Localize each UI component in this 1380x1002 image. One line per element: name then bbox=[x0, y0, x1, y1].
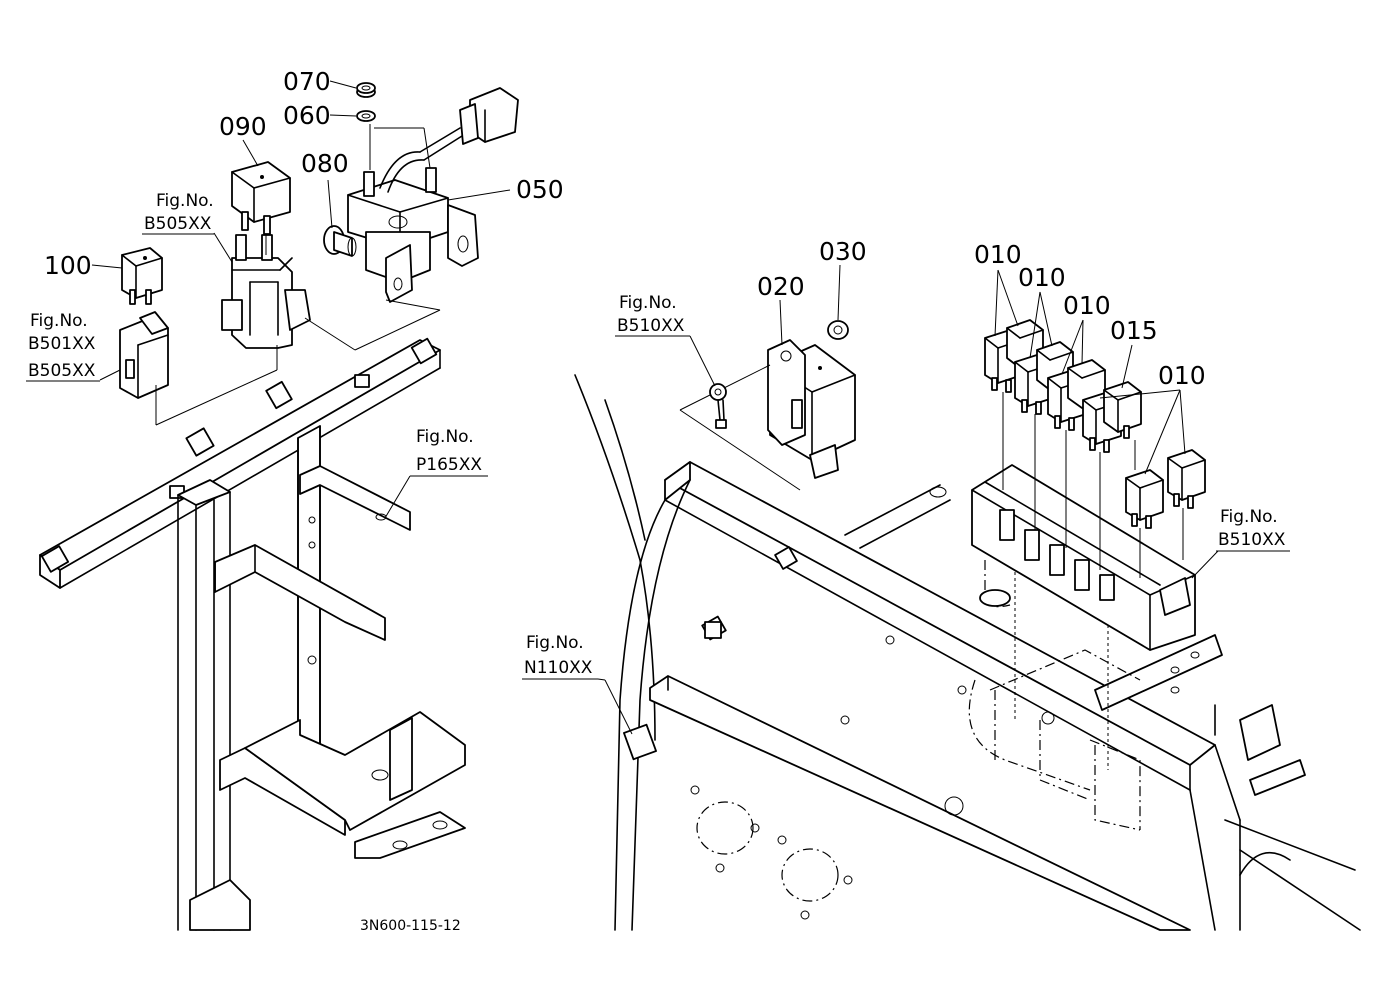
callout-060: 060 bbox=[283, 101, 331, 130]
fig-ref-p165: Fig.No. P165XX bbox=[412, 427, 488, 477]
svg-text:Fig.No.: Fig.No. bbox=[1220, 507, 1278, 527]
callout-100: 100 bbox=[44, 251, 92, 280]
svg-text:Fig.No.: Fig.No. bbox=[416, 427, 474, 447]
relay-010-i bbox=[1167, 449, 1206, 509]
callout-030: 030 bbox=[819, 237, 867, 266]
vertical-frame-left bbox=[177, 425, 321, 931]
hidden-lines bbox=[968, 560, 1141, 831]
svg-text:Fig.No.: Fig.No. bbox=[30, 311, 88, 331]
main-bracket-bar bbox=[39, 337, 441, 589]
callout-010-d: 010 bbox=[1158, 361, 1206, 390]
relay-100 bbox=[121, 247, 163, 305]
callout-080: 080 bbox=[301, 149, 349, 178]
svg-text:Fig.No.: Fig.No. bbox=[156, 191, 214, 211]
svg-text:Fig.No.: Fig.No. bbox=[619, 293, 677, 313]
drawing-code: 3N600-115-12 bbox=[360, 918, 461, 934]
relay-010-h bbox=[1125, 469, 1164, 529]
callout-070: 070 bbox=[283, 67, 331, 96]
starter-solenoid-050 bbox=[347, 151, 479, 351]
svg-text:B505XX: B505XX bbox=[144, 214, 212, 234]
callout-labels: 070 060 090 080 050 100 020 030 010 010 … bbox=[44, 67, 1206, 390]
relay-090 bbox=[231, 161, 291, 255]
washer-060 bbox=[356, 110, 431, 170]
svg-text:P165XX: P165XX bbox=[416, 455, 482, 475]
fig-ref-b510-relay-box: Fig.No. B510XX bbox=[1216, 507, 1290, 552]
callout-010-a: 010 bbox=[974, 240, 1022, 269]
nut-070 bbox=[356, 82, 376, 98]
fig-ref-b501-b505: Fig.No. B501XX B505XX bbox=[26, 311, 100, 382]
nut-030 bbox=[679, 320, 849, 491]
relay-drop-lines bbox=[1002, 392, 1184, 578]
fig-ref-b510: Fig.No. B510XX bbox=[615, 293, 690, 337]
solenoid-connector-plug bbox=[419, 87, 519, 161]
bolt-080 bbox=[323, 225, 357, 257]
callout-015: 015 bbox=[1110, 316, 1158, 345]
side-arm-bracket bbox=[214, 465, 411, 641]
svg-text:Fig.No.: Fig.No. bbox=[526, 633, 584, 653]
fig-references: Fig.No. B505XX Fig.No. B501XX B505XX Fig… bbox=[26, 191, 1290, 681]
flasher-unit-020 bbox=[767, 339, 856, 479]
callout-020: 020 bbox=[757, 272, 805, 301]
lower-u-bracket bbox=[189, 711, 466, 931]
fig-ref-n110: Fig.No. N110XX bbox=[522, 633, 606, 681]
relay-connector bbox=[119, 311, 278, 426]
svg-text:B510XX: B510XX bbox=[1218, 530, 1286, 550]
relay-holder bbox=[221, 234, 356, 351]
ring-terminal bbox=[709, 383, 727, 429]
callout-010-c: 010 bbox=[1063, 291, 1111, 320]
frame-plate-holes bbox=[690, 621, 967, 920]
relays-010-015 bbox=[984, 319, 1206, 529]
main-frame-right bbox=[574, 374, 1361, 931]
callout-010-b: 010 bbox=[1018, 263, 1066, 292]
svg-text:B505XX: B505XX bbox=[28, 361, 96, 381]
svg-text:N110XX: N110XX bbox=[524, 658, 593, 678]
callout-090: 090 bbox=[219, 112, 267, 141]
callout-050: 050 bbox=[516, 175, 564, 204]
svg-text:B510XX: B510XX bbox=[617, 316, 685, 336]
relay-box bbox=[971, 464, 1196, 651]
svg-text:B501XX: B501XX bbox=[28, 334, 96, 354]
fig-ref-b505: Fig.No. B505XX bbox=[142, 191, 214, 235]
